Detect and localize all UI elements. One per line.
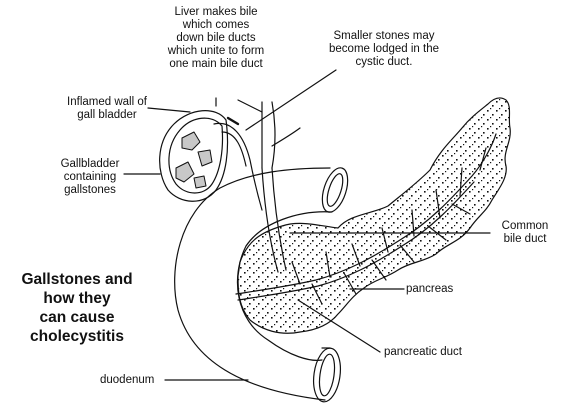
- liver-bile-ducts: [261, 101, 276, 169]
- duodenum-upper-opening: [321, 167, 349, 213]
- leader-inflamed-wall: [147, 107, 191, 113]
- label-pancreatic-duct: pancreatic duct: [384, 346, 462, 358]
- cystic-duct: [213, 122, 263, 211]
- label-gallbladder: Gallbladder containing gallstones: [60, 158, 120, 196]
- leader-pancreatic-duct: [297, 299, 381, 353]
- duodenum-inner-outline: [236, 211, 333, 361]
- common-bile-duct: [261, 167, 279, 273]
- gallbladder: [159, 110, 229, 202]
- gallstone: [193, 175, 207, 189]
- gallstone: [181, 131, 201, 151]
- pancreatic-duct: [235, 133, 497, 295]
- label-common-bile-duct: Common bile duct: [501, 220, 549, 245]
- label-smaller-stones: Smaller stones may become lodged in the …: [329, 30, 439, 68]
- label-duodenum: duodenum: [100, 374, 155, 386]
- gallstone: [197, 149, 213, 167]
- label-liver-bile: Liver makes bile which comes down bile d…: [167, 6, 265, 70]
- label-inflamed-wall: Inflamed wall of gall bladder: [67, 96, 147, 121]
- gallbladder-inflamed-wall: [168, 117, 224, 194]
- label-pancreas: pancreas: [406, 283, 454, 295]
- diagram-title: Gallstones and how they can cause cholec…: [21, 271, 133, 345]
- duodenum-lower-opening: [312, 347, 342, 403]
- pancreas: [237, 97, 511, 334]
- leader-smaller-stones: [245, 69, 337, 131]
- gallstone: [175, 161, 195, 183]
